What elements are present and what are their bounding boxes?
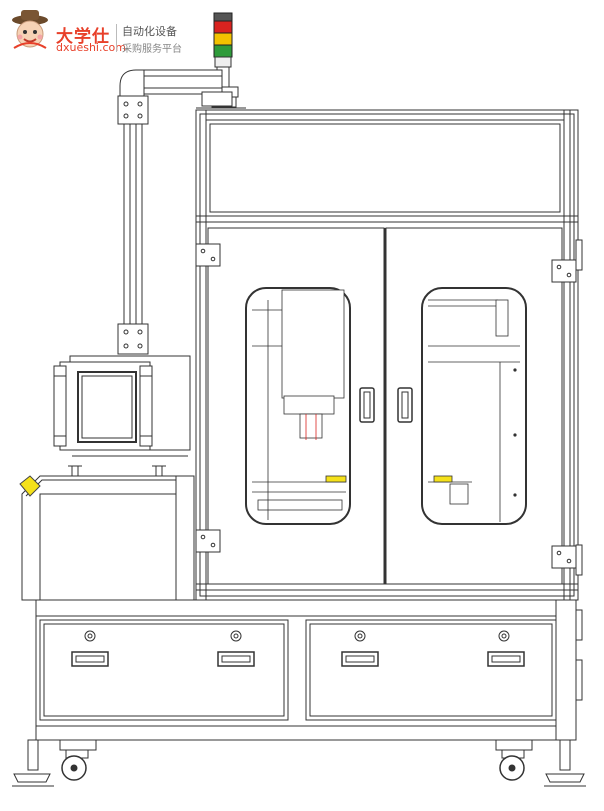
internal-mechanism-left xyxy=(252,289,347,520)
drawer-lock-icon xyxy=(354,630,366,642)
internal-mechanism-right xyxy=(428,299,520,522)
touch-monitor xyxy=(53,355,191,457)
drawer-left xyxy=(39,619,289,721)
base-cabinet xyxy=(35,599,583,741)
watermark-divider xyxy=(116,24,117,52)
signal-light-yellow xyxy=(213,32,233,46)
hinge-bottom-right xyxy=(551,545,577,569)
hinge-top-left xyxy=(195,243,221,267)
watermark-tagline-2: 采购服务平台 xyxy=(122,44,182,55)
drawer-handle xyxy=(487,651,525,667)
drawer-handle xyxy=(341,651,379,667)
watermark: 大学仕 dxueshi.com 自动化设备 采购服务平台 xyxy=(8,8,208,58)
drawer-right xyxy=(305,619,557,721)
monitor-arm xyxy=(117,69,233,355)
leveling-foot xyxy=(13,773,51,783)
signal-light-green xyxy=(213,44,233,58)
right-door-window xyxy=(421,287,527,525)
signal-light-red xyxy=(213,20,233,34)
control-cabinet xyxy=(19,465,195,601)
watermark-brand-cn: 大学仕 xyxy=(56,27,110,47)
doors xyxy=(195,227,583,585)
top-panel xyxy=(205,119,565,217)
hinge-bottom-left xyxy=(195,529,221,553)
hinge-top-right xyxy=(551,259,577,283)
watermark-tagline-1: 自动化设备 xyxy=(122,25,177,38)
drawer-lock-icon xyxy=(230,630,242,642)
mascot-logo-icon xyxy=(12,10,48,49)
drawer-lock-icon xyxy=(498,630,510,642)
drawer-handle xyxy=(217,651,255,667)
drawer-handle xyxy=(71,651,109,667)
warning-label-icon xyxy=(19,475,41,497)
leveling-foot xyxy=(545,773,585,783)
drawer-lock-icon xyxy=(84,630,96,642)
casters-and-feet xyxy=(12,739,586,787)
watermark-domain: dxueshi.com xyxy=(56,41,126,54)
